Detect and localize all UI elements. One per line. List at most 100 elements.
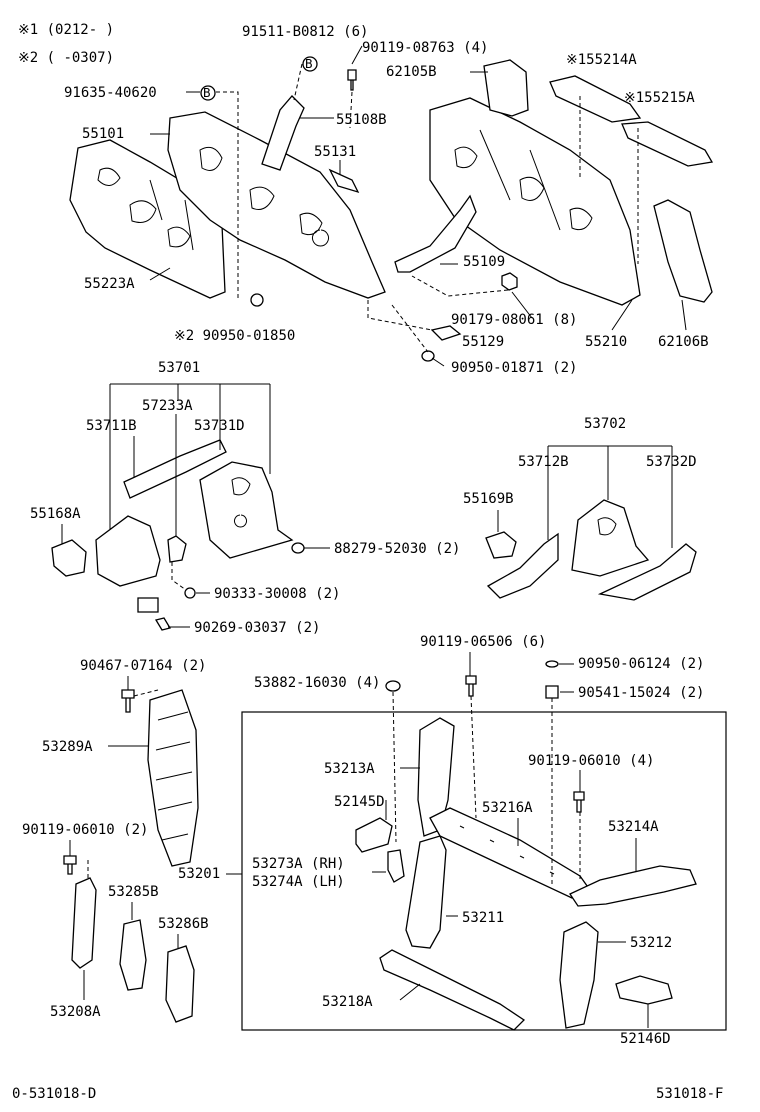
label-90541: 90541-15024 (2) — [578, 685, 704, 701]
label-52146D: 52146D — [620, 1031, 671, 1047]
panel-62106B — [653, 199, 713, 303]
label-90467: 90467-07164 (2) — [80, 658, 206, 674]
clip-88279 — [291, 542, 305, 554]
bracket-53208A — [71, 877, 97, 969]
label-55168A: 55168A — [30, 506, 81, 522]
bracket-52146D — [615, 975, 673, 1005]
nut-90541 — [545, 685, 559, 699]
bolt-90119-06506 — [465, 675, 477, 697]
label-88279: 88279-52030 (2) — [334, 541, 460, 557]
pad-55215A — [621, 121, 714, 167]
label-52145D: 52145D — [334, 794, 385, 810]
label-53731D: 53731D — [194, 418, 245, 434]
label-53882: 53882-16030 (4) — [254, 675, 380, 691]
label-53273A: 53273A (RH) — [252, 856, 345, 872]
label-90119-08763: 90119-08763 (4) — [362, 40, 488, 56]
label-55129: 55129 — [462, 334, 504, 350]
label-55210: 55210 — [585, 334, 627, 350]
label-57233A: 57233A — [142, 398, 193, 414]
assembly-box-53201 — [241, 711, 727, 1031]
pad-55214A — [549, 75, 642, 123]
washer-53882 — [385, 680, 401, 692]
label-55214A: ※155214A — [566, 52, 637, 68]
bolt-b-marker-2: B — [305, 56, 313, 71]
label-62106B: 62106B — [658, 334, 709, 350]
label-55215A: ※155215A — [624, 90, 695, 106]
nut-90179 — [501, 272, 518, 291]
bracket-55129 — [430, 325, 462, 341]
note-2: ※2 ( -0307) — [18, 50, 114, 66]
label-53289A: 53289A — [42, 739, 93, 755]
label-90119-06010b: 90119-06010 (2) — [22, 822, 148, 838]
label-53712B: 53712B — [518, 454, 569, 470]
label-90179: 90179-08061 (8) — [451, 312, 577, 328]
label-90950-06124: 90950-06124 (2) — [578, 656, 704, 672]
bracket-55108B — [261, 95, 305, 171]
rail-53711B — [123, 439, 227, 499]
footer-right-code: 531018-F — [656, 1086, 723, 1102]
label-53214A: 53214A — [608, 819, 659, 835]
label-53218A: 53218A — [322, 994, 373, 1010]
note-1: ※1 (0212- ) — [18, 22, 114, 38]
label-91511: 91511-B0812 (6) — [242, 24, 368, 40]
label-90950-01871: 90950-01871 (2) — [451, 360, 577, 376]
label-55169B: 55169B — [463, 491, 514, 507]
label-53732D: 53732D — [646, 454, 697, 470]
member-53214A — [569, 865, 697, 907]
label-91635: 91635-40620 — [64, 85, 157, 101]
bolt-b-marker: B — [203, 85, 211, 100]
label-53216A: 53216A — [482, 800, 533, 816]
bolt-91635: B — [200, 85, 216, 101]
upper-rail-53216A — [429, 807, 591, 899]
brace-53273A — [387, 849, 405, 883]
label-90950-01850: ※2 90950-01850 — [174, 328, 295, 344]
label-90333: 90333-30008 (2) — [214, 586, 340, 602]
label-90119-06010a: 90119-06010 (4) — [528, 753, 654, 769]
plate-mid — [137, 597, 159, 613]
wheelhouse-left — [95, 515, 161, 587]
label-53274A: 53274A (LH) — [252, 874, 345, 890]
label-55131: 55131 — [314, 144, 356, 160]
seal-53285B — [119, 919, 147, 991]
label-55109: 55109 — [463, 254, 505, 270]
clip-90333 — [184, 587, 196, 599]
bolt-90119-06010a — [573, 791, 585, 813]
seal-53289A — [147, 689, 199, 867]
bolt-90119-06010b — [63, 855, 77, 875]
apron-53731D — [199, 461, 294, 559]
bolt-91511: B — [302, 56, 318, 72]
lower-rail-53218A — [379, 949, 526, 1031]
label-90269: 90269-03037 (2) — [194, 620, 320, 636]
label-55101: 55101 — [82, 126, 124, 142]
label-53213A: 53213A — [324, 761, 375, 777]
bracket-52145D — [355, 817, 393, 853]
label-53702: 53702 — [584, 416, 626, 432]
label-55223A: 55223A — [84, 276, 135, 292]
label-53211: 53211 — [462, 910, 504, 926]
bracket-55131 — [328, 168, 360, 194]
dash-panel-55210 — [429, 97, 641, 306]
clip-90269 — [154, 617, 172, 631]
bracket-55168A — [51, 539, 87, 577]
label-53212: 53212 — [630, 935, 672, 951]
clip-90950-01871 — [421, 350, 435, 362]
bracket-55169B — [485, 531, 517, 559]
member-57233A — [167, 535, 187, 563]
seal-53286B — [165, 945, 195, 1023]
rail-53732D — [597, 543, 697, 601]
dash-insulator-55223A — [69, 139, 226, 299]
support-53212 — [559, 921, 599, 1029]
wheelhouse-53712B — [486, 532, 559, 599]
label-62105B: 62105B — [386, 64, 437, 80]
support-53211 — [405, 835, 447, 949]
label-53711B: 53711B — [86, 418, 137, 434]
panel-62105B — [483, 59, 529, 117]
clip-90950-06124 — [545, 660, 559, 668]
label-55108B: 55108B — [336, 112, 387, 128]
bolt-90119-08763 — [347, 69, 357, 91]
label-53701: 53701 — [158, 360, 200, 376]
label-90119-06506: 90119-06506 (6) — [420, 634, 546, 650]
apron-53732D — [571, 499, 650, 577]
grommet-90950-01850 — [250, 293, 264, 307]
